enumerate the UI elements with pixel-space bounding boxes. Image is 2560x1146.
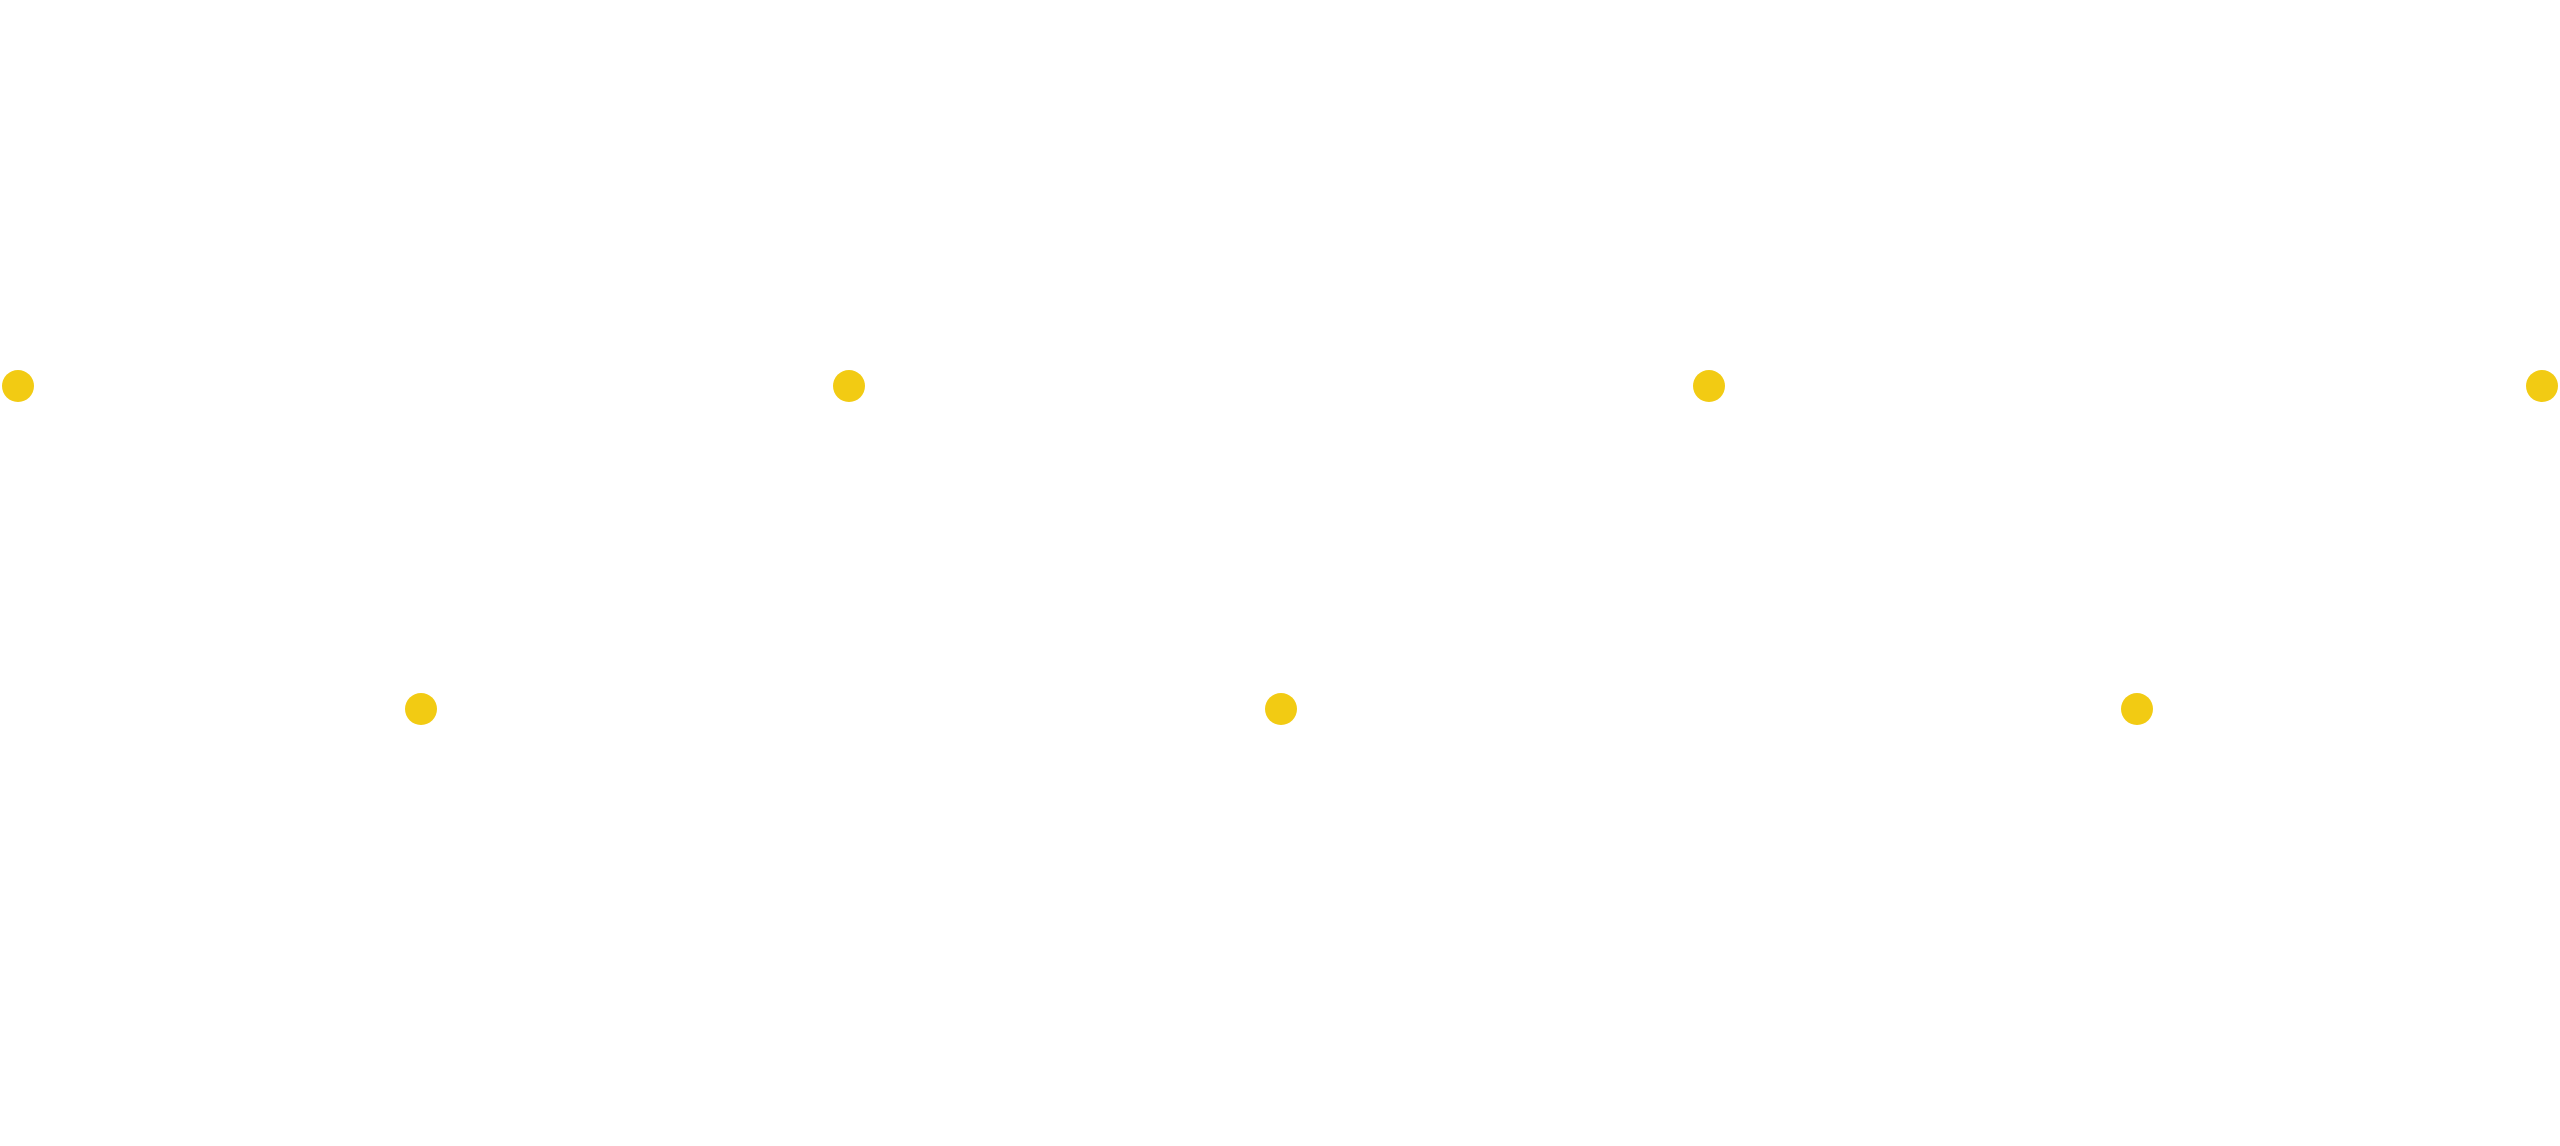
yellow-dot — [2, 370, 34, 402]
yellow-dot — [1265, 693, 1297, 725]
yellow-dot — [2526, 370, 2558, 402]
yellow-dot — [1693, 370, 1725, 402]
yellow-dot — [2121, 693, 2153, 725]
yellow-dot — [833, 370, 865, 402]
yellow-dot — [405, 693, 437, 725]
